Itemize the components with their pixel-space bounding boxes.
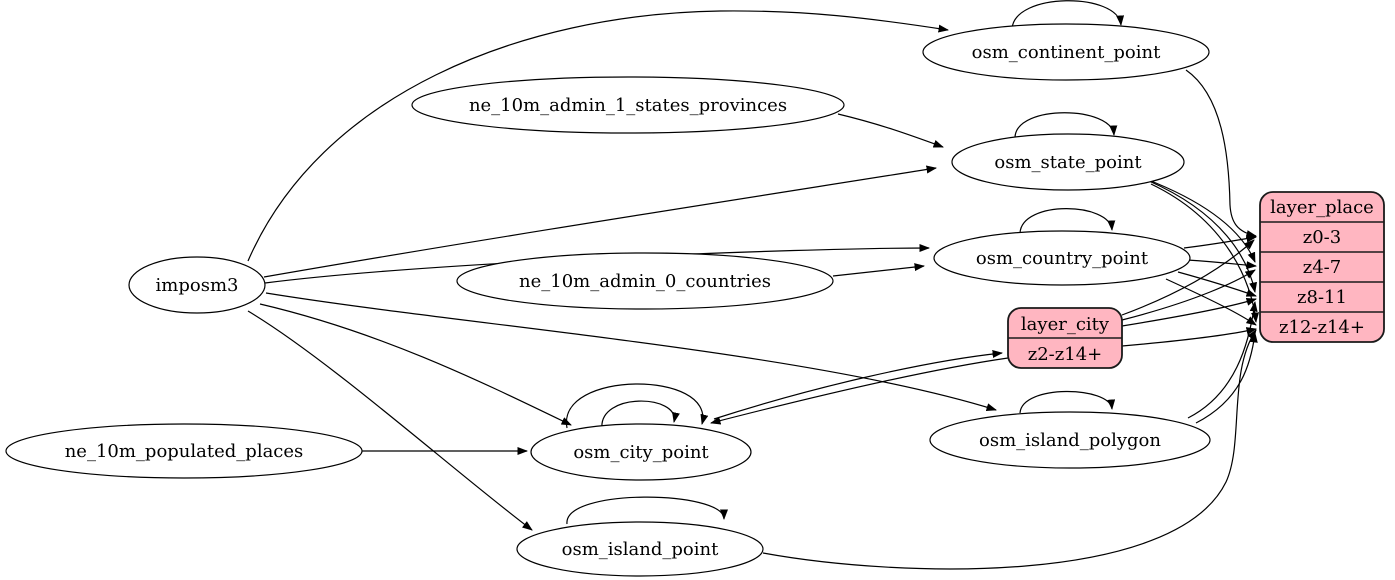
layer_place-title: layer_place [1270, 197, 1374, 218]
ne_10m_admin_0_countries-shape [456, 252, 834, 310]
osm_country_point-shape [933, 230, 1191, 286]
edge-imposm3-osm_continent_point [247, 10, 949, 262]
edge-osm_state_point-layer_place-z8-11 [1148, 180, 1257, 293]
node-osm_city_point: osm_city_point [530, 423, 752, 481]
node-ne_10m_admin_0_countries: ne_10m_admin_0_countries [456, 252, 834, 310]
self-loop-osm_city_point-inner [601, 400, 680, 430]
edge-ne_10m_admin_1_states_provinces-osm_state_point [837, 113, 944, 148]
edge-imposm3-osm_island_point [247, 310, 533, 531]
layer_city-row-z2-z14: z2-z14+ [1028, 344, 1103, 365]
edge-layer_city-layer_place-z0-3 [1121, 239, 1255, 316]
self-loop-osm_city_point-outer [566, 383, 709, 429]
self-loop-osm_state_point [1014, 112, 1118, 138]
layer_place-box [1259, 191, 1385, 343]
edge-osm_state_point-layer_place-z4-7 [1145, 178, 1256, 263]
self-loop-osm_island_polygon [1019, 390, 1116, 414]
osm_country_point-label: osm_country_point [976, 248, 1149, 269]
edge-imposm3-osm_city_point [259, 303, 572, 426]
ne_10m_admin_1_states_provinces-label: ne_10m_admin_1_states_provinces [469, 95, 787, 116]
osm_state_point-shape [951, 133, 1185, 191]
osm_continent_point-shape [922, 23, 1210, 81]
osm_island_point-label: osm_island_point [562, 539, 719, 560]
imposm3-label: imposm3 [156, 275, 239, 296]
edge-osm_island_point-layer_place-z12-z14 [762, 329, 1257, 570]
layer_place-row-z0-3: z0-3 [1303, 227, 1341, 248]
edge-osm_island_polygon-layer_place-z12-z14 [1195, 332, 1258, 424]
edge-osm_country_point-layer_place-z0-3 [1183, 234, 1257, 249]
node-osm_country_point: osm_country_point [933, 230, 1191, 286]
edge-imposm3-osm_state_point [263, 165, 937, 278]
ne_10m_admin_0_countries-label: ne_10m_admin_0_countries [519, 271, 771, 292]
node-osm_continent_point: osm_continent_point [922, 23, 1210, 81]
layer_place-row-z4-7: z4-7 [1303, 257, 1341, 278]
node-ne_10m_admin_1_states_provinces: ne_10m_admin_1_states_provinces [411, 76, 845, 134]
layer_place-row-z8-11: z8-11 [1297, 287, 1347, 308]
edge-osm_city_point-layer_city [713, 350, 1003, 420]
self-loop-osm_continent_point [1011, 0, 1125, 30]
node-ne_10m_populated_places: ne_10m_populated_places [5, 423, 363, 479]
ne_10m_populated_places-shape [5, 423, 363, 479]
layer_city-title: layer_city [1021, 314, 1110, 335]
node-osm_island_polygon: osm_island_polygon [929, 411, 1211, 469]
node-osm_state_point: osm_state_point [951, 133, 1185, 191]
edge-layer_city-layer_place-z8-11 [1121, 298, 1257, 327]
edge-osm_island_polygon-layer_place-z8-11 [1187, 301, 1258, 419]
edge-osm_country_point-layer_place-z12-z14 [1165, 278, 1257, 326]
edge-layer [247, 0, 1260, 570]
edge-ne_10m_admin_0_countries-osm_country_point [832, 263, 925, 277]
edge-osm_continent_point-layer_place-z0-3 [1185, 69, 1257, 238]
self-loop-osm_island_point [566, 496, 728, 525]
ne_10m_admin_1_states_provinces-shape [411, 76, 845, 134]
edge-layer_city-osm_city_point [710, 357, 1009, 425]
record-layer_place: layer_place z0-3 z4-7 z8-11 z12-z14+ [1259, 191, 1385, 343]
osm_state_point-label: osm_state_point [994, 152, 1142, 173]
osm_city_point-shape [530, 423, 752, 481]
osm_city_point-label: osm_city_point [573, 442, 709, 463]
edge-layer_city-layer_place-z12-z14 [1121, 327, 1257, 347]
layer_place-row-z12-z14: z12-z14+ [1279, 317, 1365, 338]
node-osm_island_point: osm_island_point [516, 521, 764, 577]
imposm3-shape [128, 256, 266, 314]
osm_island_point-shape [516, 521, 764, 577]
self-loop-osm_country_point [1019, 208, 1116, 234]
record-layer_city: layer_city z2-z14+ [1007, 307, 1123, 369]
osm_island_polygon-shape [929, 411, 1211, 469]
ne_10m_populated_places-label: ne_10m_populated_places [65, 441, 304, 462]
node-imposm3: imposm3 [128, 256, 266, 314]
edge-layer_city-layer_place-z4-7 [1121, 269, 1256, 321]
osm_island_polygon-label: osm_island_polygon [979, 430, 1161, 451]
edge-imposm3-osm_island_polygon [265, 292, 997, 411]
osm_continent_point-label: osm_continent_point [972, 42, 1161, 63]
